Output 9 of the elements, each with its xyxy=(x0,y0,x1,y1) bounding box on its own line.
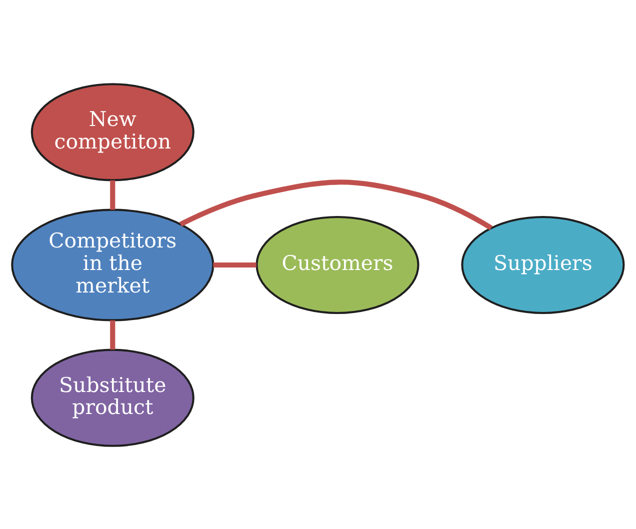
node-ellipse: New competiton xyxy=(30,82,194,181)
node-ellipse: Suppliers xyxy=(461,215,625,314)
connector xyxy=(110,180,116,210)
connector xyxy=(110,320,116,350)
node-ellipse: Substitute product xyxy=(30,348,194,446)
connector xyxy=(213,262,256,268)
node-ellipse: Competitors in the merket xyxy=(11,208,214,321)
connector xyxy=(179,179,492,230)
node-ellipse: Customers xyxy=(256,215,420,314)
